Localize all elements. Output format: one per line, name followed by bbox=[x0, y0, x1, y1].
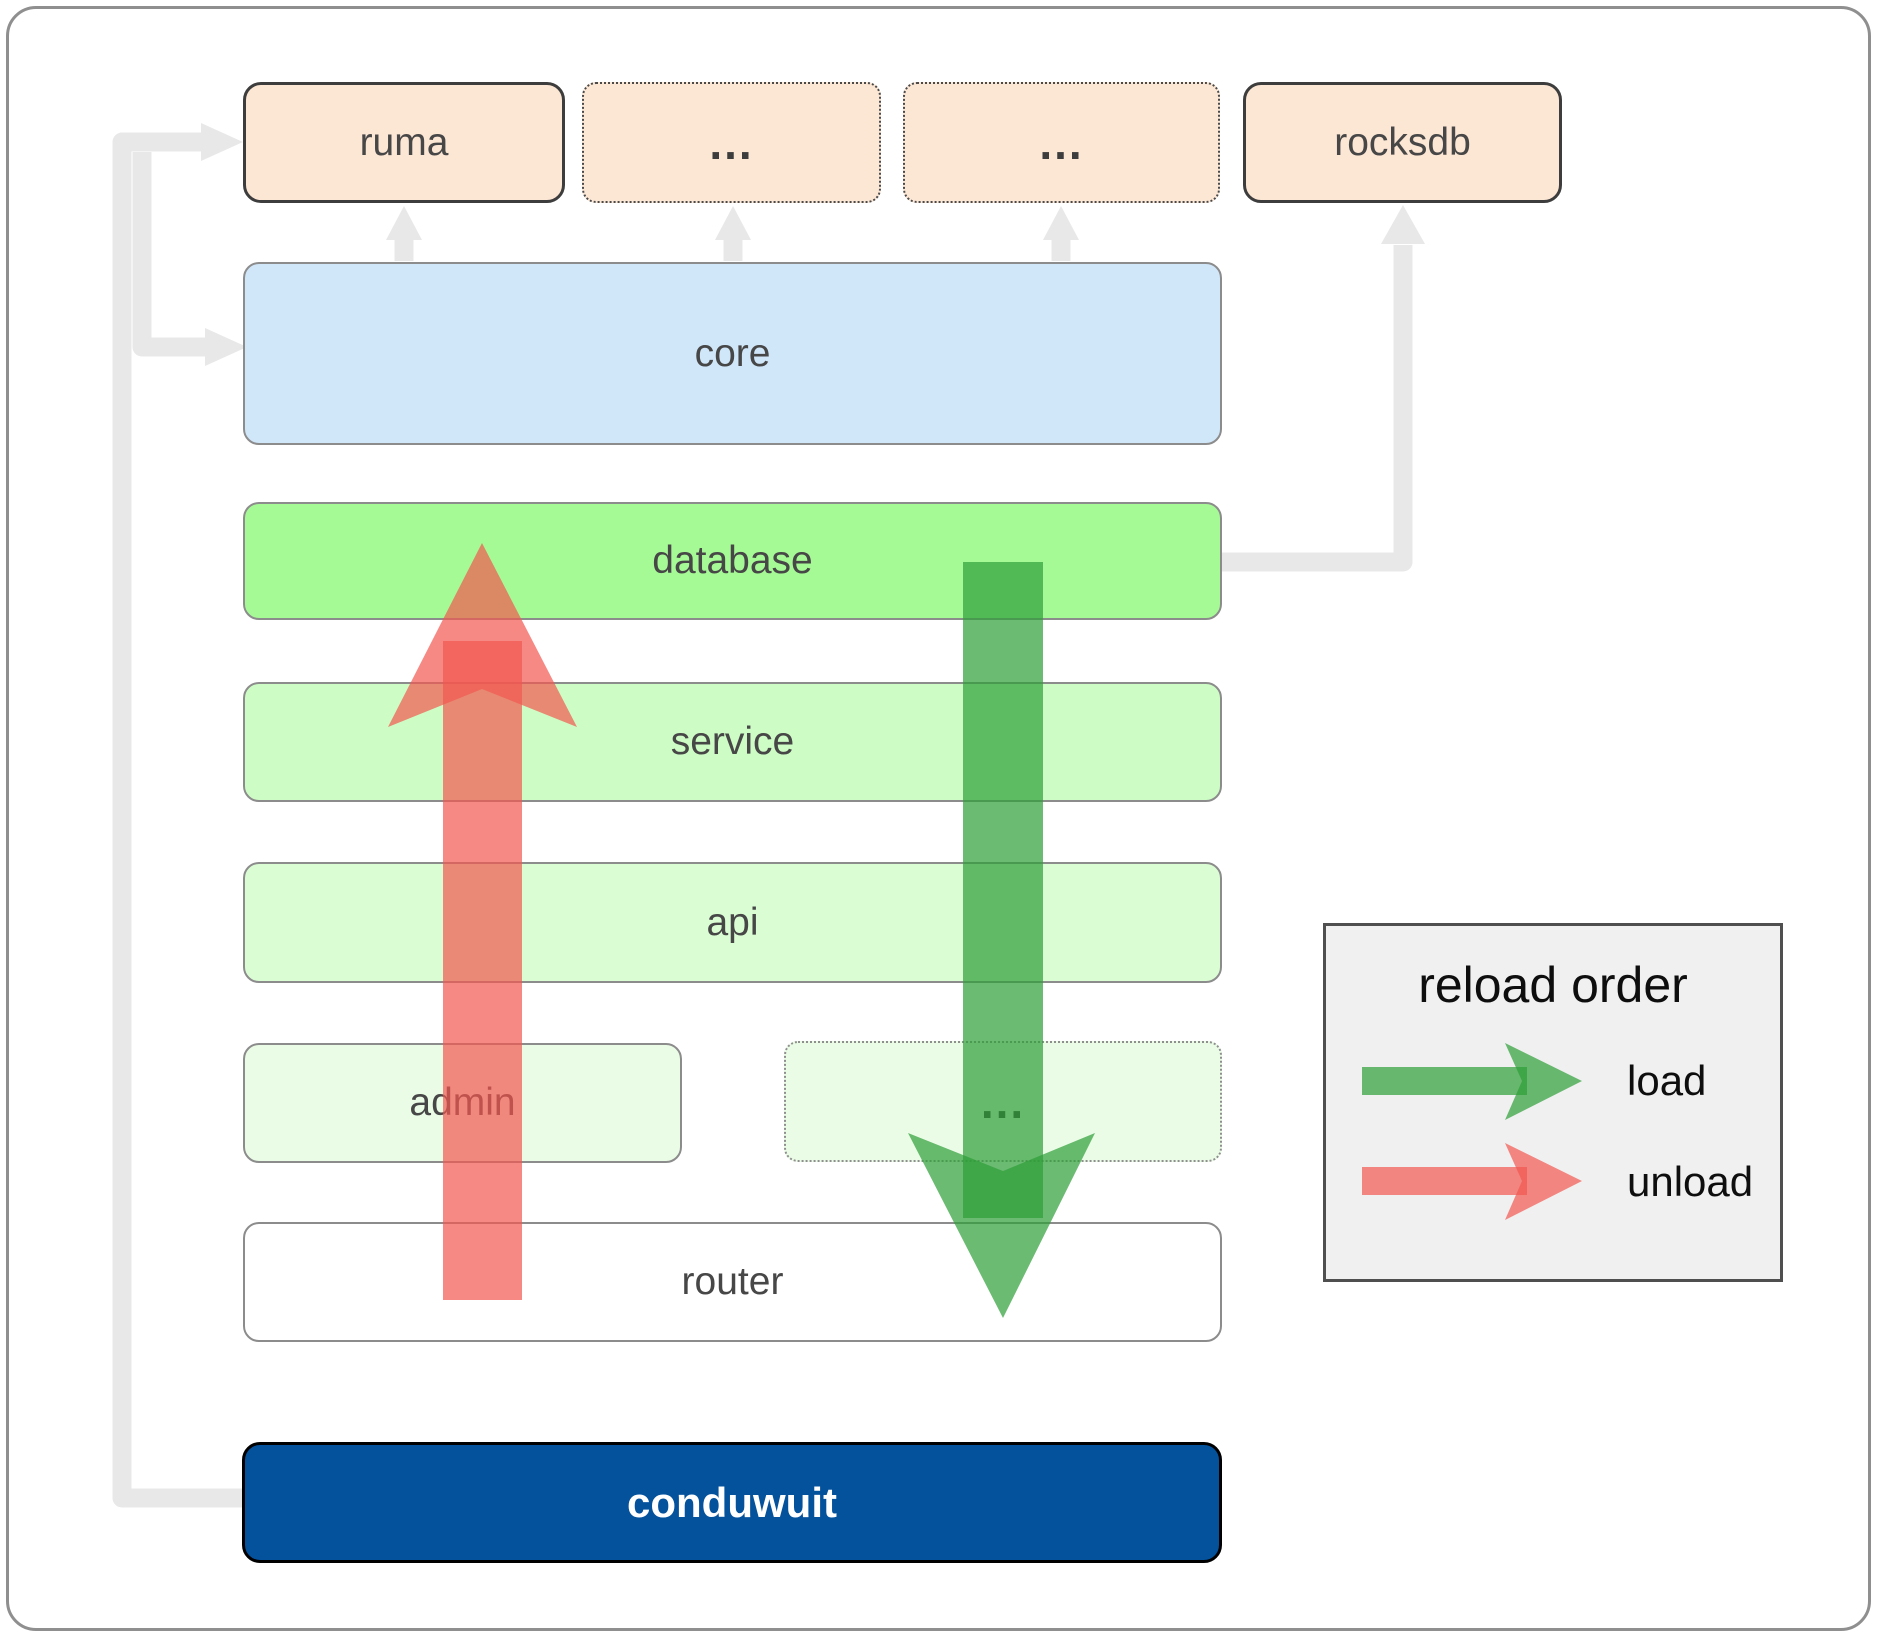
arrowhead-into-ruma-icon bbox=[201, 123, 243, 161]
legend-unload-label: unload bbox=[1627, 1158, 1754, 1205]
legend-unload-arrow-shaft bbox=[1362, 1167, 1527, 1195]
box-api-label: api bbox=[706, 900, 759, 944]
unload-arrow bbox=[388, 543, 577, 1300]
box-conduwuit-label: conduwuit bbox=[627, 1478, 837, 1526]
legend-load-arrow-shaft bbox=[1362, 1067, 1527, 1095]
box-conduwuit: conduwuit bbox=[242, 1442, 1222, 1563]
box-ruma: ruma bbox=[243, 82, 565, 203]
connector-conduwuit-to-core bbox=[132, 152, 205, 357]
box-ruma-label: ruma bbox=[359, 120, 449, 164]
box-core: core bbox=[243, 262, 1222, 445]
unload-arrow-shaft bbox=[443, 641, 522, 1300]
connector-database-to-rocksdb bbox=[1222, 245, 1413, 572]
figure-border bbox=[6, 6, 1871, 1631]
box-database: database bbox=[243, 502, 1222, 620]
arrowhead-into-rocksdb-icon bbox=[1381, 205, 1425, 244]
unload-arrow-head-icon bbox=[388, 543, 577, 727]
box-router-label: router bbox=[681, 1260, 784, 1303]
load-arrow bbox=[908, 562, 1095, 1318]
box-rocksdb-label: rocksdb bbox=[1334, 120, 1471, 164]
box-ellipsis-top-2: ... bbox=[903, 82, 1220, 203]
load-arrow-shaft bbox=[963, 562, 1043, 1218]
arrowhead-core-ellipsis1-icon bbox=[715, 206, 751, 240]
box-core-label: core bbox=[694, 331, 771, 375]
box-ellipsis-top-2-label: ... bbox=[1039, 116, 1084, 169]
box-api: api bbox=[243, 862, 1222, 983]
legend-unload-arrow-icon bbox=[1362, 1143, 1582, 1220]
legend-load-arrow-head bbox=[1505, 1043, 1582, 1120]
legend-load-label: load bbox=[1627, 1057, 1707, 1104]
box-ellipsis-top-1-label: ... bbox=[709, 116, 754, 169]
legend-unload-arrow-head bbox=[1505, 1143, 1582, 1220]
legend-title: reload order bbox=[1418, 957, 1688, 1013]
arrowhead-core-ruma-icon bbox=[386, 206, 422, 240]
legend-panel bbox=[1323, 923, 1783, 1282]
arrowhead-core-ellipsis2-icon bbox=[1043, 206, 1079, 240]
load-arrow-head-icon bbox=[908, 1133, 1095, 1318]
box-ellipsis-top-1: ... bbox=[582, 82, 881, 203]
arrowhead-into-core-icon bbox=[205, 328, 247, 366]
legend-load-arrow-icon bbox=[1362, 1043, 1582, 1120]
box-database-label: database bbox=[652, 539, 813, 582]
box-router: router bbox=[243, 1222, 1222, 1342]
box-service-label: service bbox=[670, 720, 795, 763]
box-rocksdb: rocksdb bbox=[1243, 82, 1562, 203]
connector-conduwuit-to-ruma bbox=[112, 132, 243, 1508]
